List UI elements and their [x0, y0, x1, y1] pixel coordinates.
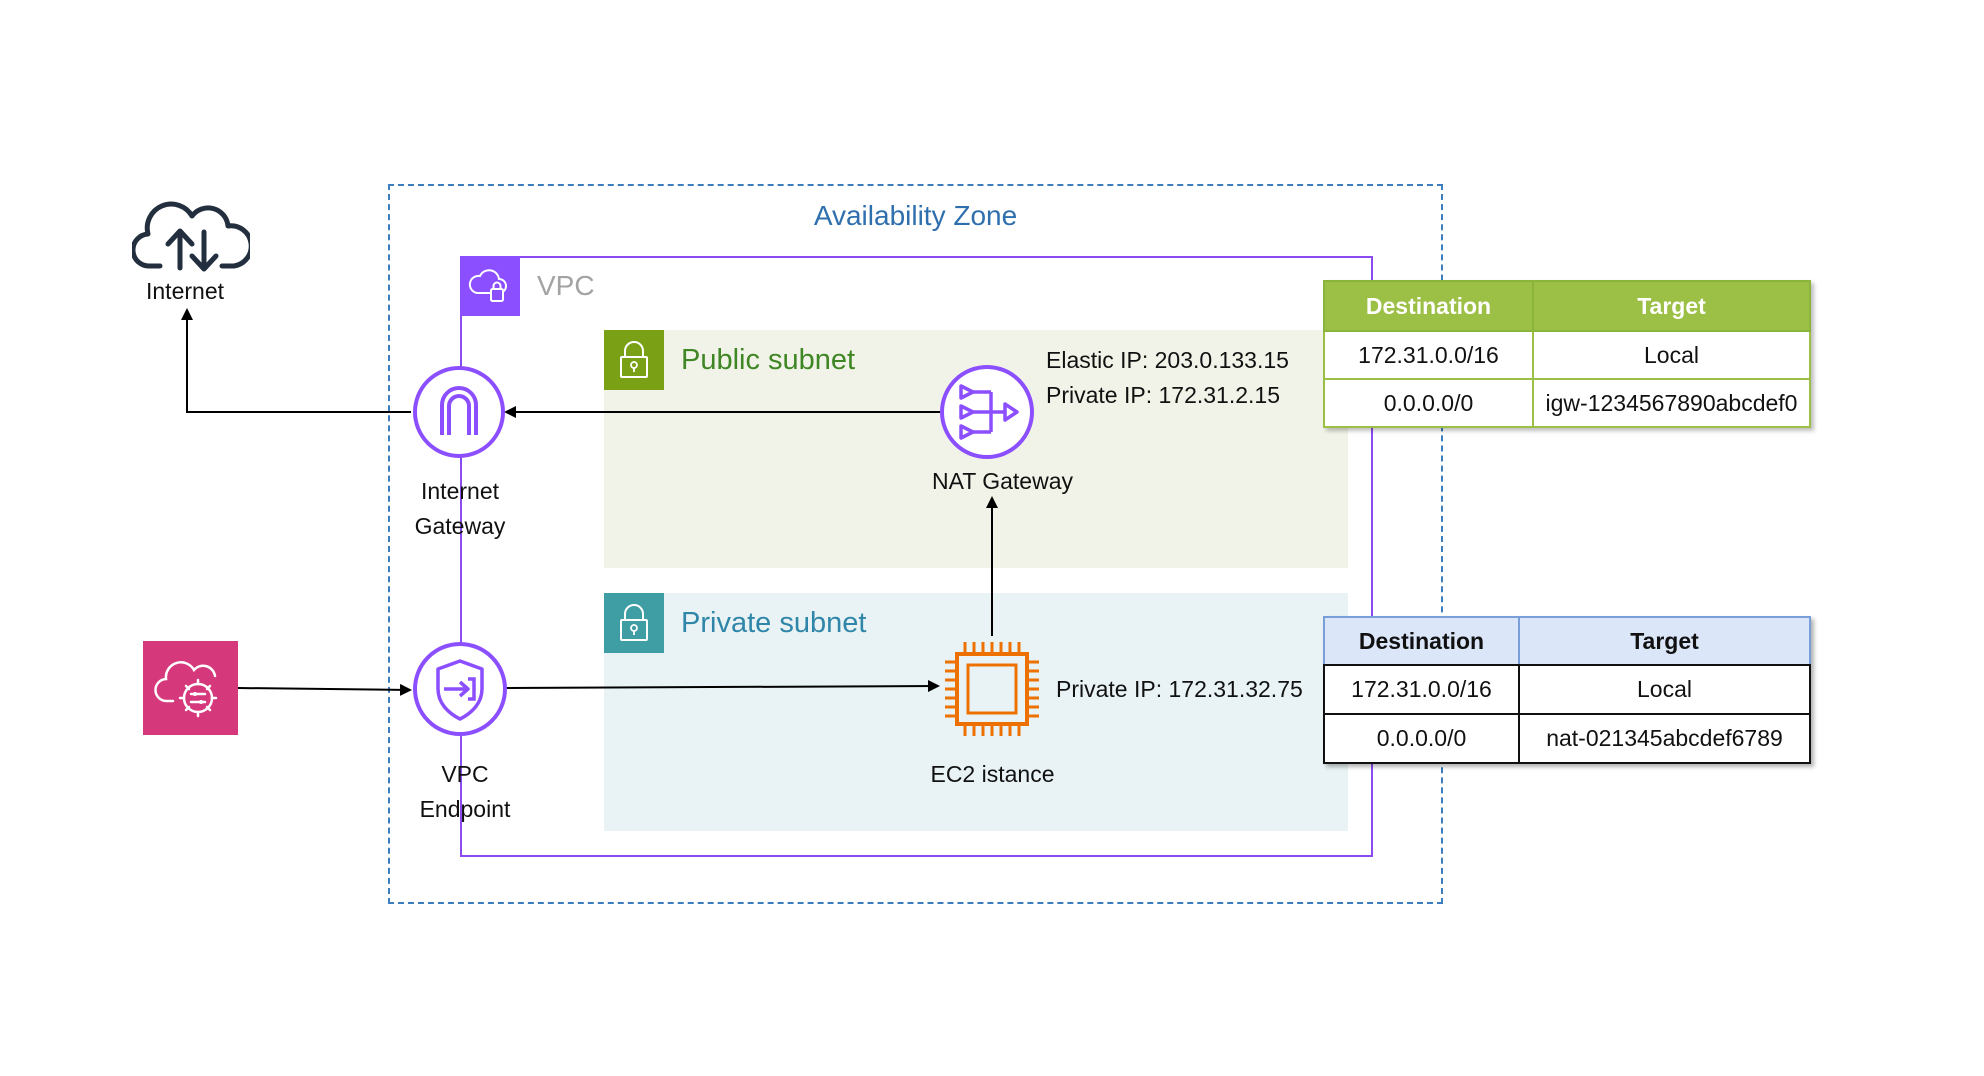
route-destination: 172.31.0.0/16: [1323, 330, 1534, 380]
private-subnet-lock-icon: [604, 593, 664, 653]
availability-zone-container: [388, 184, 1443, 904]
ec2-private-ip: Private IP: 172.31.32.75: [1056, 676, 1303, 702]
internet-label: Internet: [146, 278, 224, 304]
cloud-service-gear-icon[interactable]: [143, 641, 238, 735]
route-target: Local: [1518, 664, 1811, 715]
vpc-label: VPC: [537, 270, 595, 301]
internet-gateway-icon[interactable]: [412, 365, 506, 459]
route-destination: 0.0.0.0/0: [1323, 713, 1520, 764]
table-header-row: Destination Target: [1323, 280, 1811, 332]
arrow-endpoint-to-ec2: [505, 680, 940, 693]
destination-header: Destination: [1323, 616, 1520, 666]
internet-gateway-label-line1: Internet: [421, 478, 499, 504]
table-row: 0.0.0.0/0 nat-021345abcdef6789: [1323, 713, 1811, 764]
table-row: 0.0.0.0/0 igw-1234567890abcdef0: [1323, 378, 1811, 428]
public-subnet-lock-icon: [604, 330, 664, 390]
route-target: nat-021345abcdef6789: [1518, 713, 1811, 764]
private-subnet-label: Private subnet: [681, 607, 867, 639]
chip-icon[interactable]: [937, 634, 1047, 744]
target-header: Target: [1518, 616, 1811, 666]
table-row: 172.31.0.0/16 Local: [1323, 664, 1811, 715]
target-header: Target: [1532, 280, 1811, 332]
vpc-cloud-lock-icon: [460, 256, 520, 316]
vpc-endpoint-label-line1: VPC: [441, 761, 489, 787]
table-row: 172.31.0.0/16 Local: [1323, 330, 1811, 380]
public-subnet-label: Public subnet: [681, 344, 856, 376]
route-destination: 0.0.0.0/0: [1323, 378, 1534, 428]
table-header-row: Destination Target: [1323, 616, 1811, 666]
ec2-label: EC2 istance: [930, 761, 1055, 787]
internet-gateway-label-line2: Gateway: [414, 513, 506, 539]
nat-gateway-elastic-ip: Elastic IP: 203.0.133.15: [1046, 347, 1289, 373]
route-target: igw-1234567890abcdef0: [1532, 378, 1811, 428]
destination-header: Destination: [1323, 280, 1534, 332]
arrow-igw-to-internet: [181, 308, 411, 413]
nat-gateway-icon[interactable]: [939, 364, 1035, 460]
route-destination: 172.31.0.0/16: [1323, 664, 1520, 715]
cloud-upload-download-icon: [132, 196, 250, 272]
public-route-table: Destination Target 172.31.0.0/16 Local 0…: [1323, 280, 1811, 428]
vpc-endpoint-label-line2: Endpoint: [419, 796, 511, 822]
nat-gateway-private-ip: Private IP: 172.31.2.15: [1046, 382, 1280, 408]
availability-zone-label: Availability Zone: [813, 200, 1018, 231]
vpc-container: [460, 256, 1373, 857]
route-target: Local: [1532, 330, 1811, 380]
private-route-table: Destination Target 172.31.0.0/16 Local 0…: [1323, 616, 1811, 764]
nat-gateway-label: NAT Gateway: [931, 468, 1074, 494]
arrow-service-to-endpoint: [237, 683, 412, 696]
vpc-endpoint-icon[interactable]: [412, 641, 508, 737]
